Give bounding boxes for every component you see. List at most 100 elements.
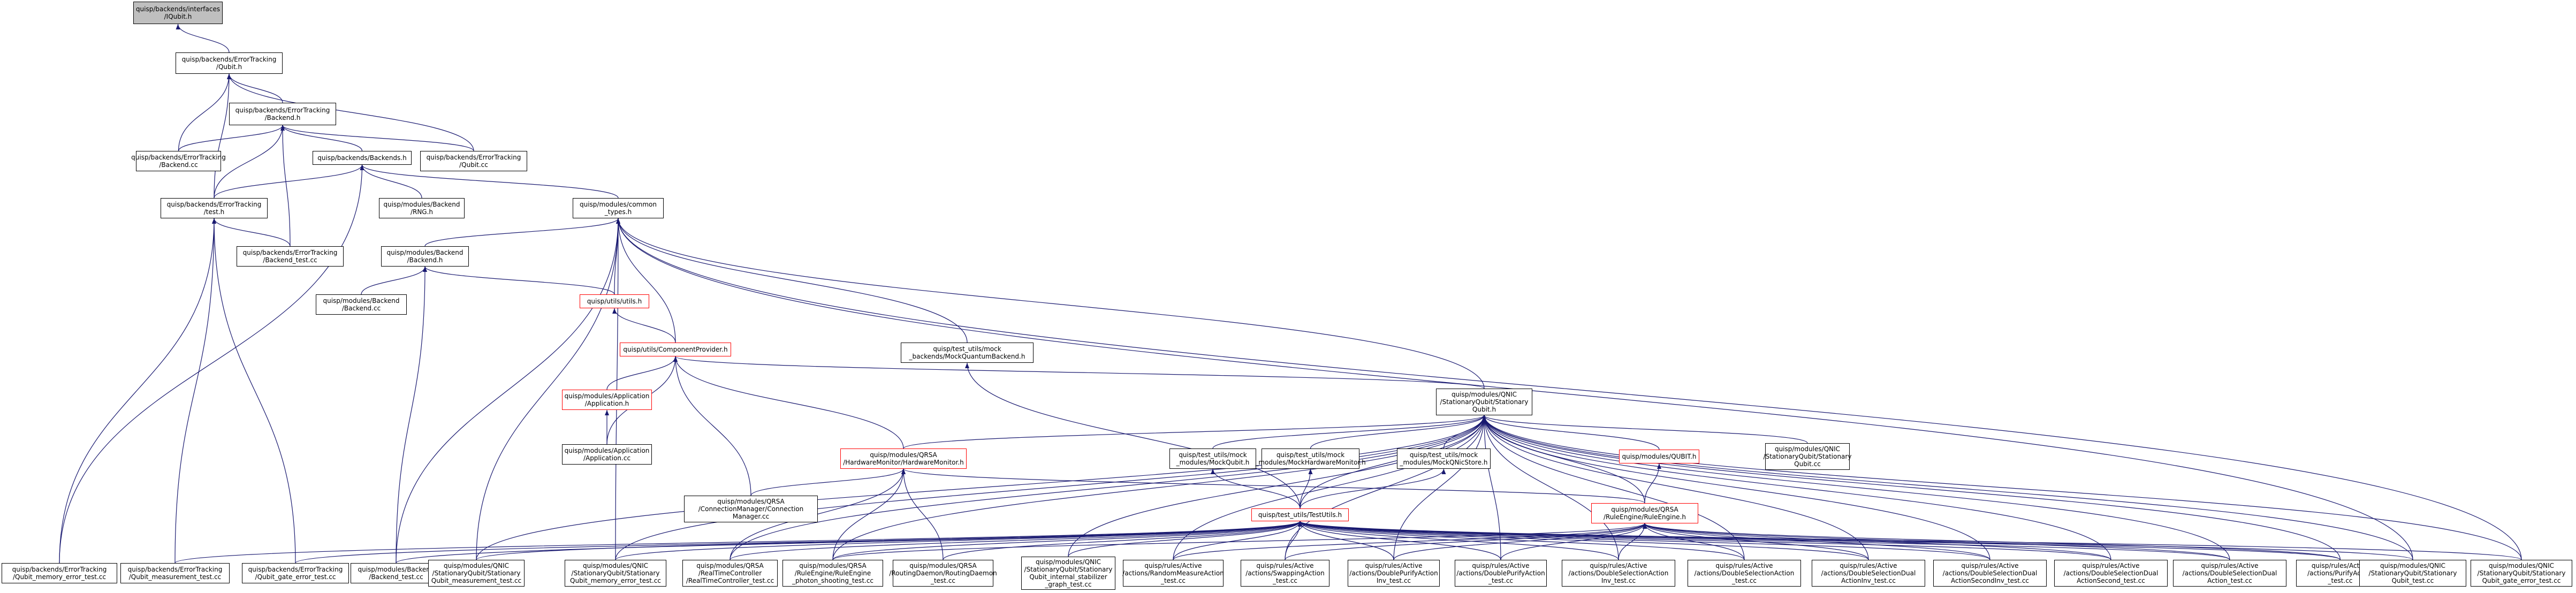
node-label-line: quisp/rules/Active [1144,562,1202,569]
edge-n16-n23 [1482,415,1808,444]
graph-node-n9[interactable]: quisp/backends/ErrorTracking/Backend_tes… [237,246,344,267]
node-label-line: quisp/modules/QRSA [870,451,937,459]
node-label-line: ActionSecond_test.cc [2077,577,2145,584]
graph-node-b22[interactable]: quisp/modules/QNIC/StationaryQubit/Stati… [2471,560,2572,587]
graph-node-n2[interactable]: quisp/backends/ErrorTracking/Backend.h [229,103,336,125]
node-label-line: quisp/modules/Backend [323,297,400,305]
graph-node-b10[interactable]: quisp/rules/Active/actions/RandomMeasure… [1122,560,1224,587]
edge-n25-b13 [1298,521,1501,560]
edge-n6-b1 [174,218,216,564]
node-label-line: quisp/test_utils/TestUtils.h [1258,511,1342,519]
graph-node-n0[interactable]: quisp/backends/interfaces/IQubit.h [133,2,223,24]
node-label-line: /Backend.h [407,256,443,264]
node-label-line: Qubit_test.cc [2391,577,2434,584]
graph-node-n1[interactable]: quisp/backends/ErrorTracking/Qubit.h [176,52,283,74]
node-label-line: quisp/modules/QNIC [1035,558,1101,566]
edge-n10-b3 [396,266,427,564]
graph-node-n10[interactable]: quisp/modules/Backend/Backend.h [381,246,469,267]
graph-node-b12[interactable]: quisp/rules/Active/actions/DoublePurifyA… [1348,560,1440,587]
graph-node-b2[interactable]: quisp/backends/ErrorTracking/Qubit_gate_… [242,563,349,583]
edge-n10-n12 [361,266,427,295]
graph-node-n19[interactable]: quisp/test_utils/mock_modules/MockQubit.… [1169,448,1256,469]
edge-n13-n16 [673,356,1485,389]
graph-node-n15[interactable]: quisp/modules/Application/Application.h [562,390,652,410]
graph-node-n24[interactable]: quisp/modules/QRSA/ConnectionManager/Con… [684,496,818,522]
edge-n2-n4 [280,125,363,151]
graph-node-b17[interactable]: quisp/rules/Active/actions/DoubleSelecti… [1933,560,2047,587]
graph-node-n20[interactable]: quisp/test_utils/mock_modules/MockHardwa… [1255,448,1366,469]
edge-n8-n10 [424,218,620,247]
node-label-line: ActionSecondInv_test.cc [1950,577,2030,584]
graph-node-n11[interactable]: quisp/utils/utils.h [580,294,649,308]
graph-node-n5[interactable]: quisp/backends/ErrorTracking/Qubit.cc [420,151,527,171]
node-label-line: /StationaryQubit/Stationary [1440,398,1529,406]
graph-node-b19[interactable]: quisp/rules/Active/actions/DoubleSelecti… [2173,560,2286,587]
graph-node-n21[interactable]: quisp/test_utils/mock_modules/MockQNicSt… [1397,448,1491,469]
edge-n18-n26 [901,468,1645,504]
graph-node-n3[interactable]: quisp/backends/ErrorTracking/Backend.cc [131,151,226,171]
node-label-line: quisp/modules/Backend [386,249,463,256]
edge-n2-n3 [178,125,285,151]
edge-n26-b19 [1643,523,2230,560]
node-label-line: quisp/modules/QNIC [582,562,649,569]
edge-n26-b7 [832,523,1647,560]
node-label-line: _test.cc [1731,577,1757,584]
node-label-line: quisp/modules/Backend [383,201,460,208]
graph-node-b4[interactable]: quisp/modules/QNIC/StationaryQubit/Stati… [428,560,525,587]
edge-n16-b18 [1482,415,2111,560]
graph-node-n18[interactable]: quisp/modules/QRSA/HardwareMonitor/Hardw… [840,448,967,469]
graph-node-b9[interactable]: quisp/modules/QNIC/StationaryQubit/Stati… [1021,557,1115,590]
node-label-line: _test.cc [930,577,956,584]
graph-node-b5[interactable]: quisp/modules/QNIC/StationaryQubit/Stati… [565,560,666,587]
graph-node-b14[interactable]: quisp/rules/Active/actions/DoubleSelecti… [1562,560,1675,587]
graph-node-n14[interactable]: quisp/test_utils/mock_backends/MockQuant… [901,343,1034,363]
node-label-line: quisp/backends/ErrorTracking [426,154,521,161]
edge-n8-n14 [616,218,968,343]
edge-n16-b16 [1482,415,1869,560]
graph-node-b15[interactable]: quisp/rules/Active/actions/DoubleSelecti… [1688,560,1801,587]
graph-node-n8[interactable]: quisp/modules/common_types.h [573,198,664,218]
graph-node-b8[interactable]: quisp/modules/QRSA/RoutingDaemon/Routing… [889,560,997,587]
node-label-line: quisp/modules/common [580,201,657,208]
edge-n4-n8 [360,164,619,199]
graph-node-n26[interactable]: quisp/modules/QRSA/RuleEngine/RuleEngine… [1591,503,1698,523]
graph-node-n4[interactable]: quisp/backends/Backends.h [313,151,412,165]
node-label-line: quisp/modules/Application [564,392,650,400]
node-label-line: Inv_test.cc [1376,577,1411,584]
graph-node-n23[interactable]: quisp/modules/QNIC/StationaryQubit/Stati… [1764,443,1851,470]
graph-node-b1[interactable]: quisp/backends/ErrorTracking/Qubit_measu… [120,563,230,583]
node-label-line: quisp/rules/Active [1590,562,1647,569]
graph-node-b21[interactable]: quisp/modules/QNIC/StationaryQubit/Stati… [2359,560,2466,587]
graph-node-n17[interactable]: quisp/modules/Application/Application.cc [562,444,652,465]
graph-node-b13[interactable]: quisp/rules/Active/actions/DoublePurifyA… [1455,560,1547,587]
graph-node-b7[interactable]: quisp/modules/QRSA/RuleEngine/RuleEngine… [782,560,883,587]
node-label-line: /actions/DoubleSelectionDual [1942,569,2038,577]
node-label-line: quisp/rules/Active [1472,562,1530,569]
edge-n8-n16 [616,218,1485,389]
node-label-line: quisp/test_utils/mock [1276,451,1345,459]
edge-n16-b11 [1285,415,1486,560]
edge-n6-b0 [59,218,216,564]
graph-node-b0[interactable]: quisp/backends/ErrorTracking/Qubit_memor… [2,563,117,583]
node-label-line: quisp/modules/QNIC [1774,445,1841,453]
graph-node-n13[interactable]: quisp/utils/ComponentProvider.h [620,343,731,356]
node-label-line: Inv_test.cc [1601,577,1636,584]
edge-n18-b8 [901,468,944,560]
graph-node-b3[interactable]: quisp/modules/Backend/Backend_test.cc [351,563,442,583]
graph-node-b11[interactable]: quisp/rules/Active/actions/SwappingActio… [1241,560,1329,587]
graph-node-n12[interactable]: quisp/modules/Backend/Backend.cc [316,294,407,315]
graph-node-n7[interactable]: quisp/modules/Backend/RNG.h [379,198,465,218]
graph-node-b16[interactable]: quisp/rules/Active/actions/DoubleSelecti… [1812,560,1925,587]
edge-n16-b22 [1482,415,2522,560]
graph-node-b6[interactable]: quisp/modules/QRSA/RealTimeController/Re… [682,560,778,587]
node-label-line: quisp/backends/Backends.h [317,154,407,162]
node-label-line: /StationaryQubit/Stationary [571,569,660,577]
graph-node-n25[interactable]: quisp/test_utils/TestUtils.h [1251,508,1349,521]
node-label-line: /actions/DoubleSelectionDual [2182,569,2277,577]
graph-node-b18[interactable]: quisp/rules/Active/actions/DoubleSelecti… [2054,560,2168,587]
node-label-line: quisp/modules/QNIC [2380,562,2446,569]
graph-node-n16[interactable]: quisp/modules/QNIC/StationaryQubit/Stati… [1436,389,1532,415]
graph-node-n6[interactable]: quisp/backends/ErrorTracking/test.h [161,198,268,218]
graph-node-n22[interactable]: quisp/modules/QUBIT.h [1619,450,1699,463]
